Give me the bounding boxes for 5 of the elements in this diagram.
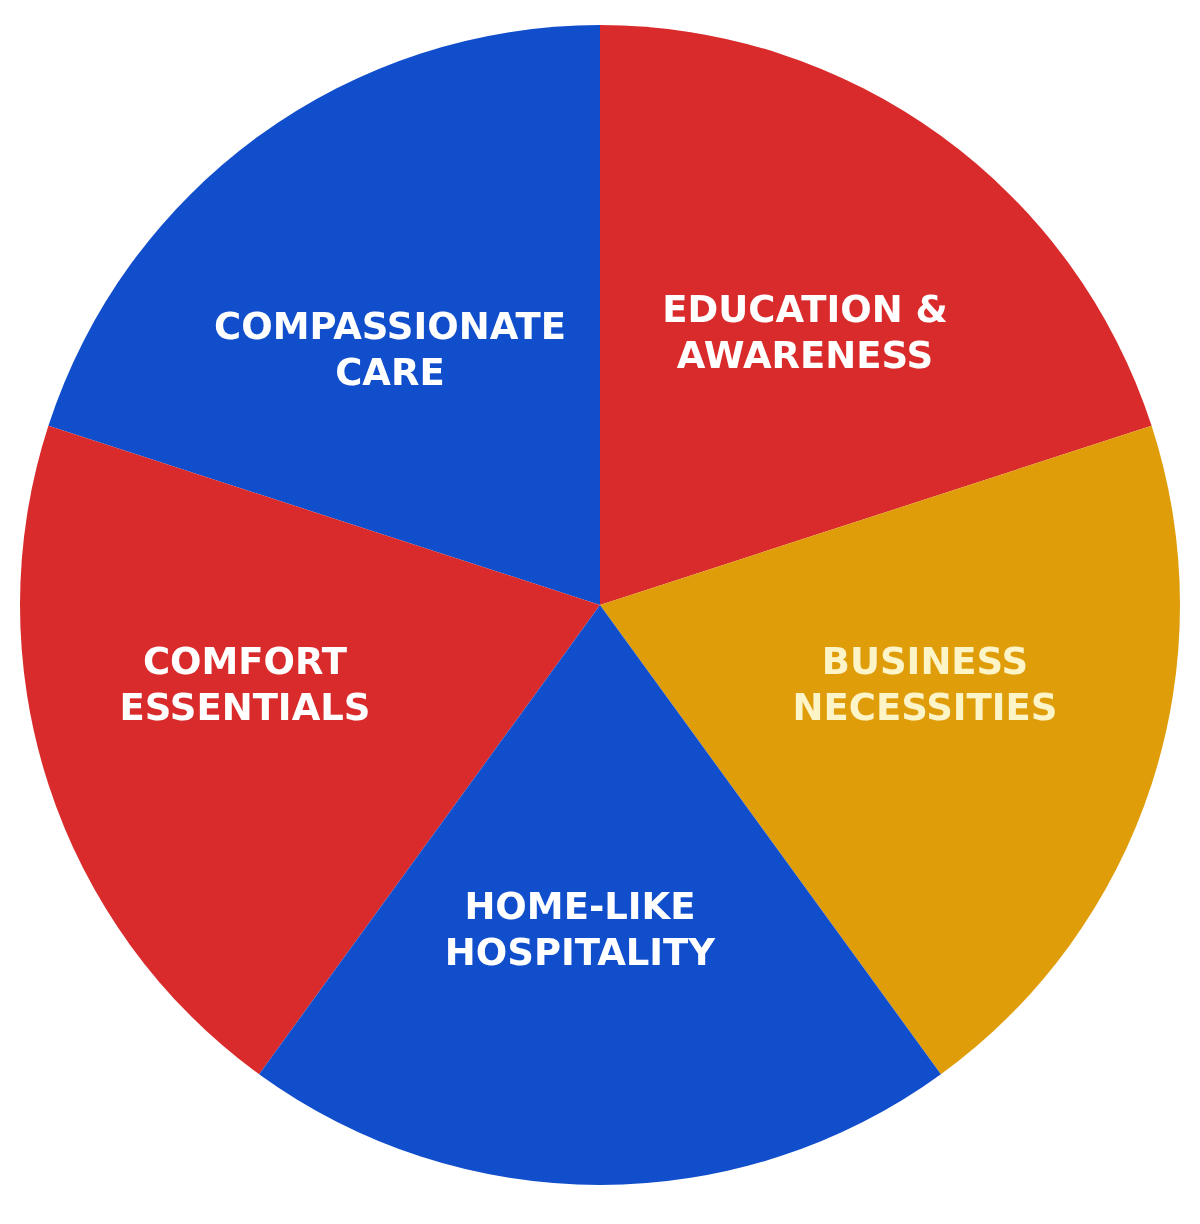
segment-label: HOME-LIKE HOSPITALITY bbox=[443, 884, 717, 976]
segment-label: EDUCATION & AWARENESS bbox=[661, 287, 949, 379]
segment-label: COMFORT ESSENTIALS bbox=[118, 639, 372, 731]
segment-label: COMPASSIONATE CARE bbox=[213, 304, 567, 396]
segment-label: BUSINESS NECESSITIES bbox=[791, 639, 1059, 731]
